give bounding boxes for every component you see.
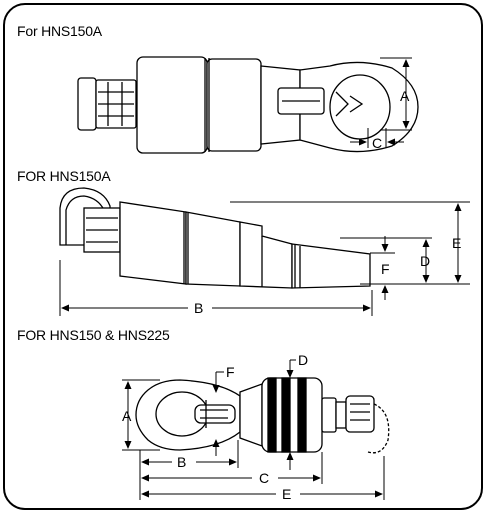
bottom-fitting [321, 397, 337, 433]
bottom-dim-b: B [177, 454, 186, 470]
middle-dim-b: B [194, 300, 203, 316]
top-cylinder-1 [136, 56, 208, 154]
bottom-knurl-band-2 [281, 377, 291, 453]
middle-dim-f: F [381, 261, 390, 277]
bottom-knurl-band-1 [267, 377, 277, 453]
top-dimensions [350, 57, 412, 148]
middle-view [59, 187, 371, 289]
bottom-fitting-nut [335, 401, 347, 429]
bottom-dim-c: C [259, 470, 269, 486]
bottom-dimensions [122, 359, 385, 500]
middle-taper [239, 221, 293, 289]
middle-cylinder-2 [185, 211, 241, 287]
bottom-view [135, 377, 390, 454]
middle-dim-e: E [452, 235, 461, 251]
top-dim-a: A [400, 88, 410, 104]
top-nut-opening [329, 74, 391, 140]
bottom-coupler [345, 395, 375, 433]
bottom-dim-e: E [282, 486, 291, 502]
section-title-middle: FOR HNS150A [17, 168, 111, 184]
section-title-top: For HNS150A [17, 23, 102, 39]
middle-dimensions [59, 201, 470, 316]
bottom-chain [367, 403, 390, 454]
top-dim-c: C [372, 135, 382, 151]
top-view [77, 56, 419, 154]
middle-dim-d: D [420, 253, 430, 269]
bottom-dim-a: A [122, 408, 132, 424]
bottom-dim-f: F [226, 364, 235, 380]
bottom-knurl-band-3 [297, 377, 307, 453]
middle-head [291, 243, 371, 289]
middle-cylinder-1 [119, 201, 187, 285]
top-coupler-end [77, 77, 97, 131]
bottom-cutter-slot [194, 404, 236, 424]
top-cylinder-2 [206, 58, 262, 152]
bottom-neck [239, 383, 263, 447]
bottom-dim-d: D [298, 352, 308, 368]
section-title-bottom: FOR HNS150 & HNS225 [17, 327, 170, 343]
